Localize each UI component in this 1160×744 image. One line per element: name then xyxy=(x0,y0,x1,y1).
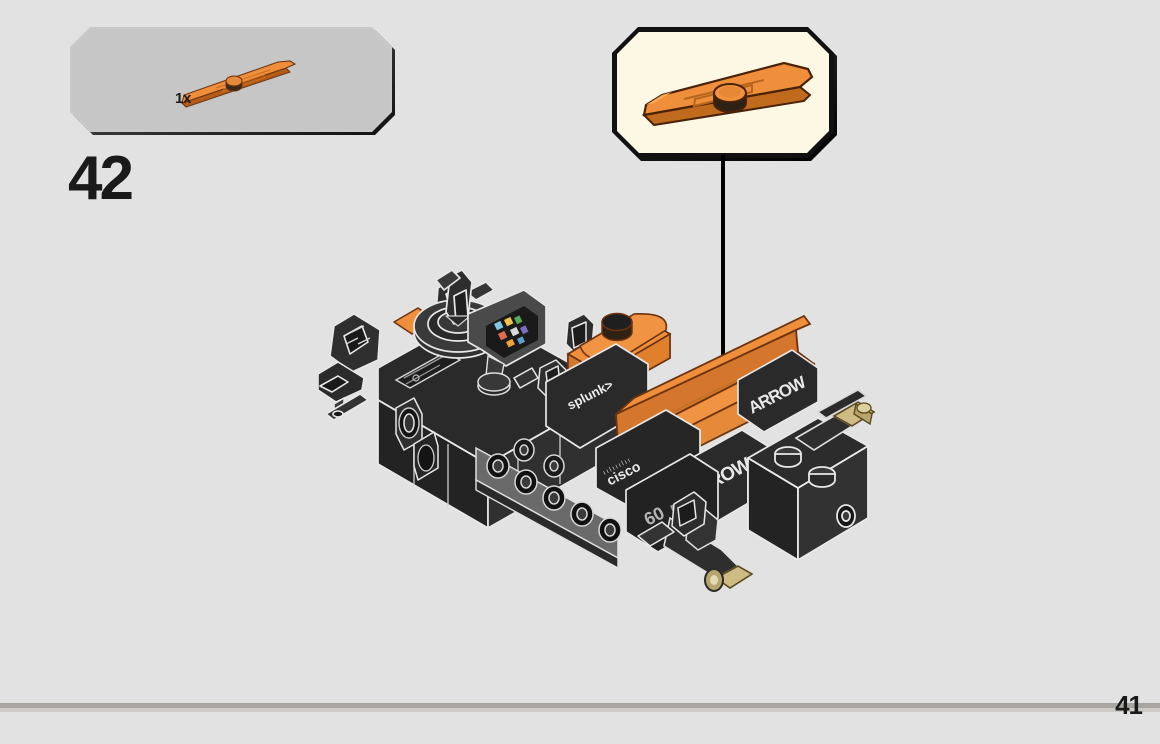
page-number: 41 xyxy=(1115,690,1143,720)
model-assembly-illustration: splunk> ıılııılıı cisco ARROW ARROW xyxy=(318,269,876,592)
parts-callout-box: 1x xyxy=(70,27,392,132)
part-quantity-label: 1x xyxy=(175,90,191,107)
footer-divider-shadow xyxy=(0,708,1160,712)
display-screen xyxy=(467,289,547,396)
left-sticker xyxy=(394,351,462,389)
highlight-callout-box xyxy=(612,27,834,158)
port-row xyxy=(475,438,622,570)
step-number: 42 xyxy=(68,144,134,213)
parts-box-piece-illustration xyxy=(181,60,297,108)
right-gold-pin xyxy=(794,389,876,451)
highlight-piece-illustration xyxy=(641,61,814,127)
bottom-gold-pin xyxy=(663,509,754,592)
footer-divider xyxy=(0,703,1160,708)
arrow-logo-panel-upper: ARROW xyxy=(737,349,819,433)
